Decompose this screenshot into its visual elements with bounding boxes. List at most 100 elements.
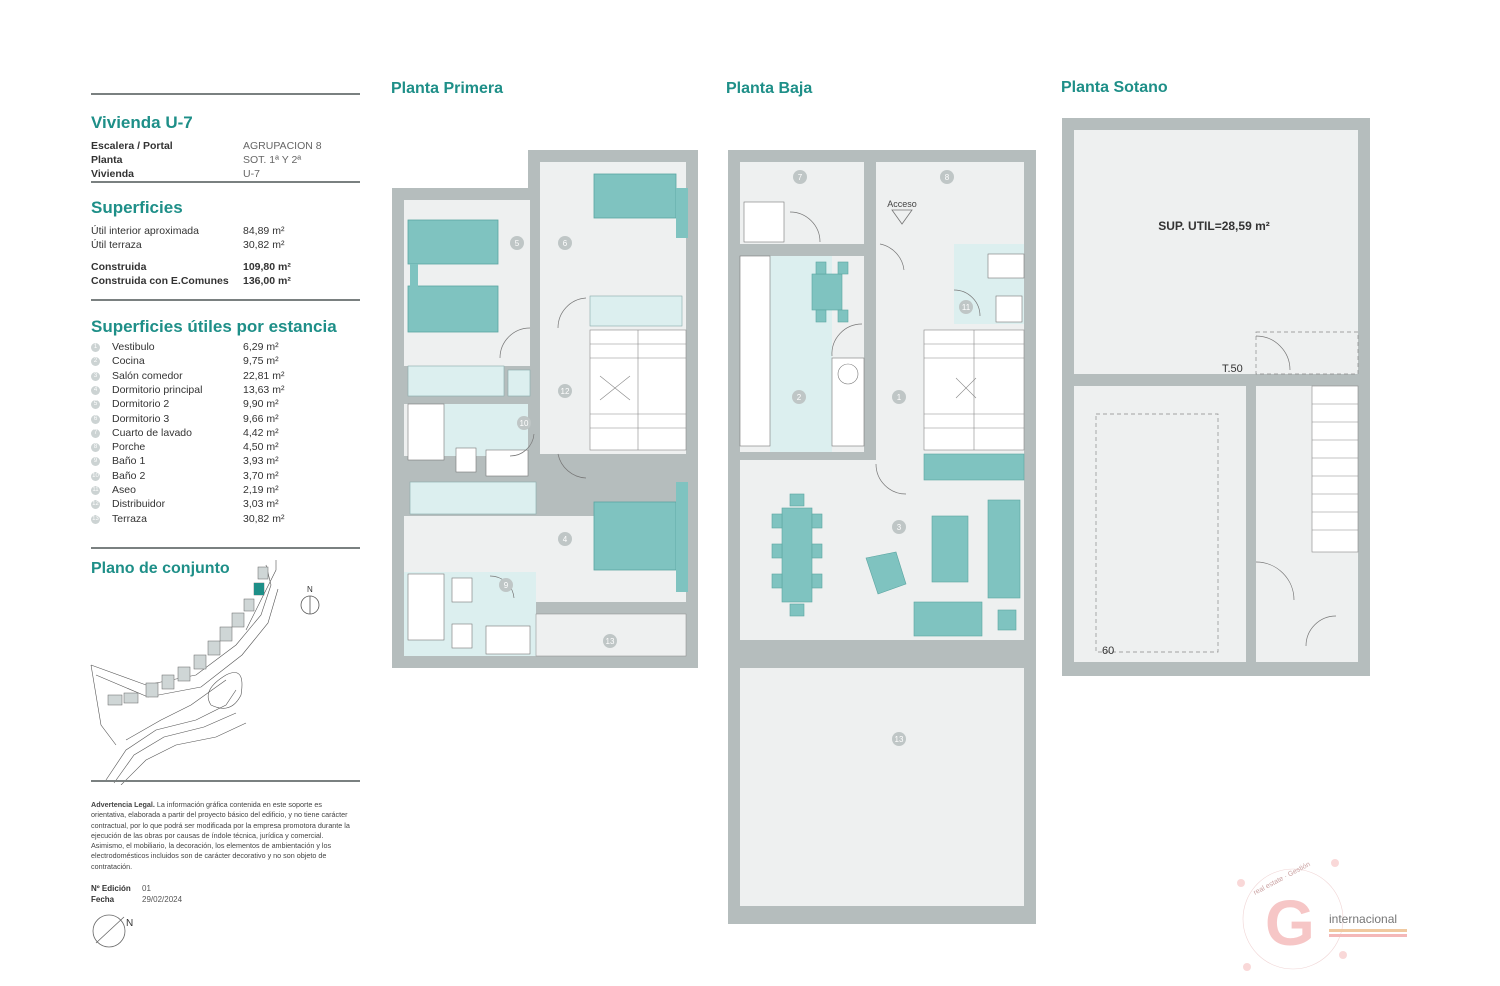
field-value: AGRUPACION 8 [243, 140, 322, 152]
room-marker-icon: 3 [91, 371, 100, 381]
surface-value: 30,82 m² [243, 239, 285, 251]
room-area: 3,03 m² [243, 498, 279, 511]
level-label: T.50 [1222, 363, 1243, 375]
field-value: U-7 [243, 168, 260, 180]
floor-plan-sotano: SUP. UTIL=28,59 m² T.50 60 [1062, 118, 1370, 676]
surface-value: 84,89 m² [243, 225, 285, 237]
watermark-logo: G internacional real estate · Gestión [1237, 859, 1407, 971]
room-marker-icon: 4 [91, 385, 100, 395]
divider [91, 93, 360, 95]
room-area: 4,50 m² [243, 441, 279, 454]
edicion-value: 01 [142, 884, 151, 893]
room-name: Distribuidor [112, 498, 166, 511]
room-number: 7 [798, 173, 803, 182]
compass-icon [92, 914, 126, 948]
room-name: Cuarto de lavado [112, 426, 192, 439]
surface-label: Construida [91, 261, 147, 273]
room-name: Baño 2 [112, 469, 146, 482]
room-marker-icon: 12 [91, 500, 100, 510]
divider [91, 299, 360, 301]
room-area: 4,42 m² [243, 426, 279, 439]
room-name: Baño 1 [112, 455, 146, 468]
room-name: Aseo [112, 484, 136, 496]
room-marker-icon: 7 [91, 428, 100, 438]
room-marker-icon: 13 [91, 514, 100, 524]
divider [91, 547, 360, 549]
logo-letter-g: G [1265, 887, 1315, 959]
sup-util-label: SUP. UTIL=28,59 m² [1158, 219, 1270, 233]
north-arrow: N [300, 585, 320, 615]
compass: N [92, 914, 133, 948]
field-label: Vivienda [91, 168, 134, 180]
divider [91, 181, 360, 183]
field-value: SOT. 1ª Y 2ª [243, 154, 302, 166]
room-marker-icon: 6 [91, 414, 100, 424]
room-marker-icon: 8 [91, 443, 100, 453]
room-name: Dormitorio 3 [112, 412, 170, 425]
room-number: 8 [945, 173, 950, 182]
acceso-label: Acceso [887, 199, 917, 209]
room-area: 9,66 m² [243, 412, 279, 425]
room-area: 22,81 m² [243, 369, 285, 382]
room-markers [792, 170, 973, 746]
room-name: Salón comedor [112, 369, 183, 382]
north-label: N [307, 585, 313, 594]
unit-highlight [254, 583, 264, 595]
room-marker-icon: 10 [91, 471, 100, 481]
room-area: 3,93 m² [243, 455, 279, 468]
room-number: 9 [504, 581, 509, 590]
legal-text: La información gráfica contenida en este… [91, 800, 350, 871]
floor-plan-baja: Acceso 7 8 11 2 1 3 13 [728, 150, 1036, 924]
fecha-label: Fecha [91, 895, 115, 904]
room-area: 30,82 m² [243, 512, 285, 525]
plan-title-sotano: Planta Sotano [1061, 79, 1168, 96]
superficies-title: Superficies [91, 198, 183, 217]
unit-title: Vivienda U-7 [91, 113, 193, 132]
estancias-title: Superficies útiles por estancia [91, 317, 337, 336]
room-marker-icon: 2 [91, 357, 100, 367]
room-name: Dormitorio 2 [112, 398, 170, 411]
edicion-label: Nº Edición [91, 884, 131, 893]
room-number: 5 [515, 239, 520, 248]
room-name: Dormitorio principal [112, 383, 203, 396]
room-name: Porche [112, 441, 146, 454]
furniture [771, 261, 1025, 637]
room-area: 6,29 m² [243, 341, 279, 353]
room-number: 4 [563, 535, 568, 544]
conjunto-title: Plano de conjunto [91, 560, 230, 577]
room-name: Vestibulo [112, 341, 155, 353]
room-name: Terraza [112, 512, 148, 525]
surface-value: 136,00 m² [243, 275, 291, 287]
legal-heading: Advertencia Legal. [91, 800, 155, 809]
room-number: 1 [897, 393, 902, 402]
bed-icon [407, 173, 677, 571]
field-label: Escalera / Portal [91, 140, 173, 152]
room-number: 10 [520, 419, 529, 428]
room-area: 2,19 m² [243, 484, 279, 496]
room-marker-icon: 1 [91, 343, 100, 352]
room-markers [499, 236, 617, 648]
room-area: 13,63 m² [243, 383, 285, 396]
room-marker-icon: 5 [91, 400, 100, 410]
room-marker-icon: 11 [91, 486, 100, 495]
room-area: 9,75 m² [243, 355, 279, 368]
field-label: Planta [91, 154, 123, 166]
surface-label: Construida con E.Comunes [91, 275, 229, 287]
surface-value: 109,80 m² [243, 261, 291, 273]
room-area: 9,90 m² [243, 398, 279, 411]
plan-title-baja: Planta Baja [726, 80, 813, 97]
site-plan: N [90, 560, 320, 785]
room-area: 3,70 m² [243, 469, 279, 482]
room-name: Cocina [112, 355, 145, 368]
entrance-arrow [891, 209, 913, 225]
fecha-value: 29/02/2024 [142, 895, 183, 904]
plan-title-primera: Planta Primera [391, 80, 504, 97]
room-number: 13 [895, 735, 904, 744]
brand-label: internacional [1329, 912, 1397, 926]
surface-label: Útil interior aproximada [91, 225, 199, 237]
floor-plan-primera: 5 6 12 10 4 9 13 [392, 150, 698, 668]
room-marker-icon: 9 [91, 457, 100, 467]
surface-label: Útil terraza [91, 239, 142, 251]
parking-space [1095, 413, 1219, 653]
legal-notice: Advertencia Legal. La información gráfic… [91, 800, 351, 872]
